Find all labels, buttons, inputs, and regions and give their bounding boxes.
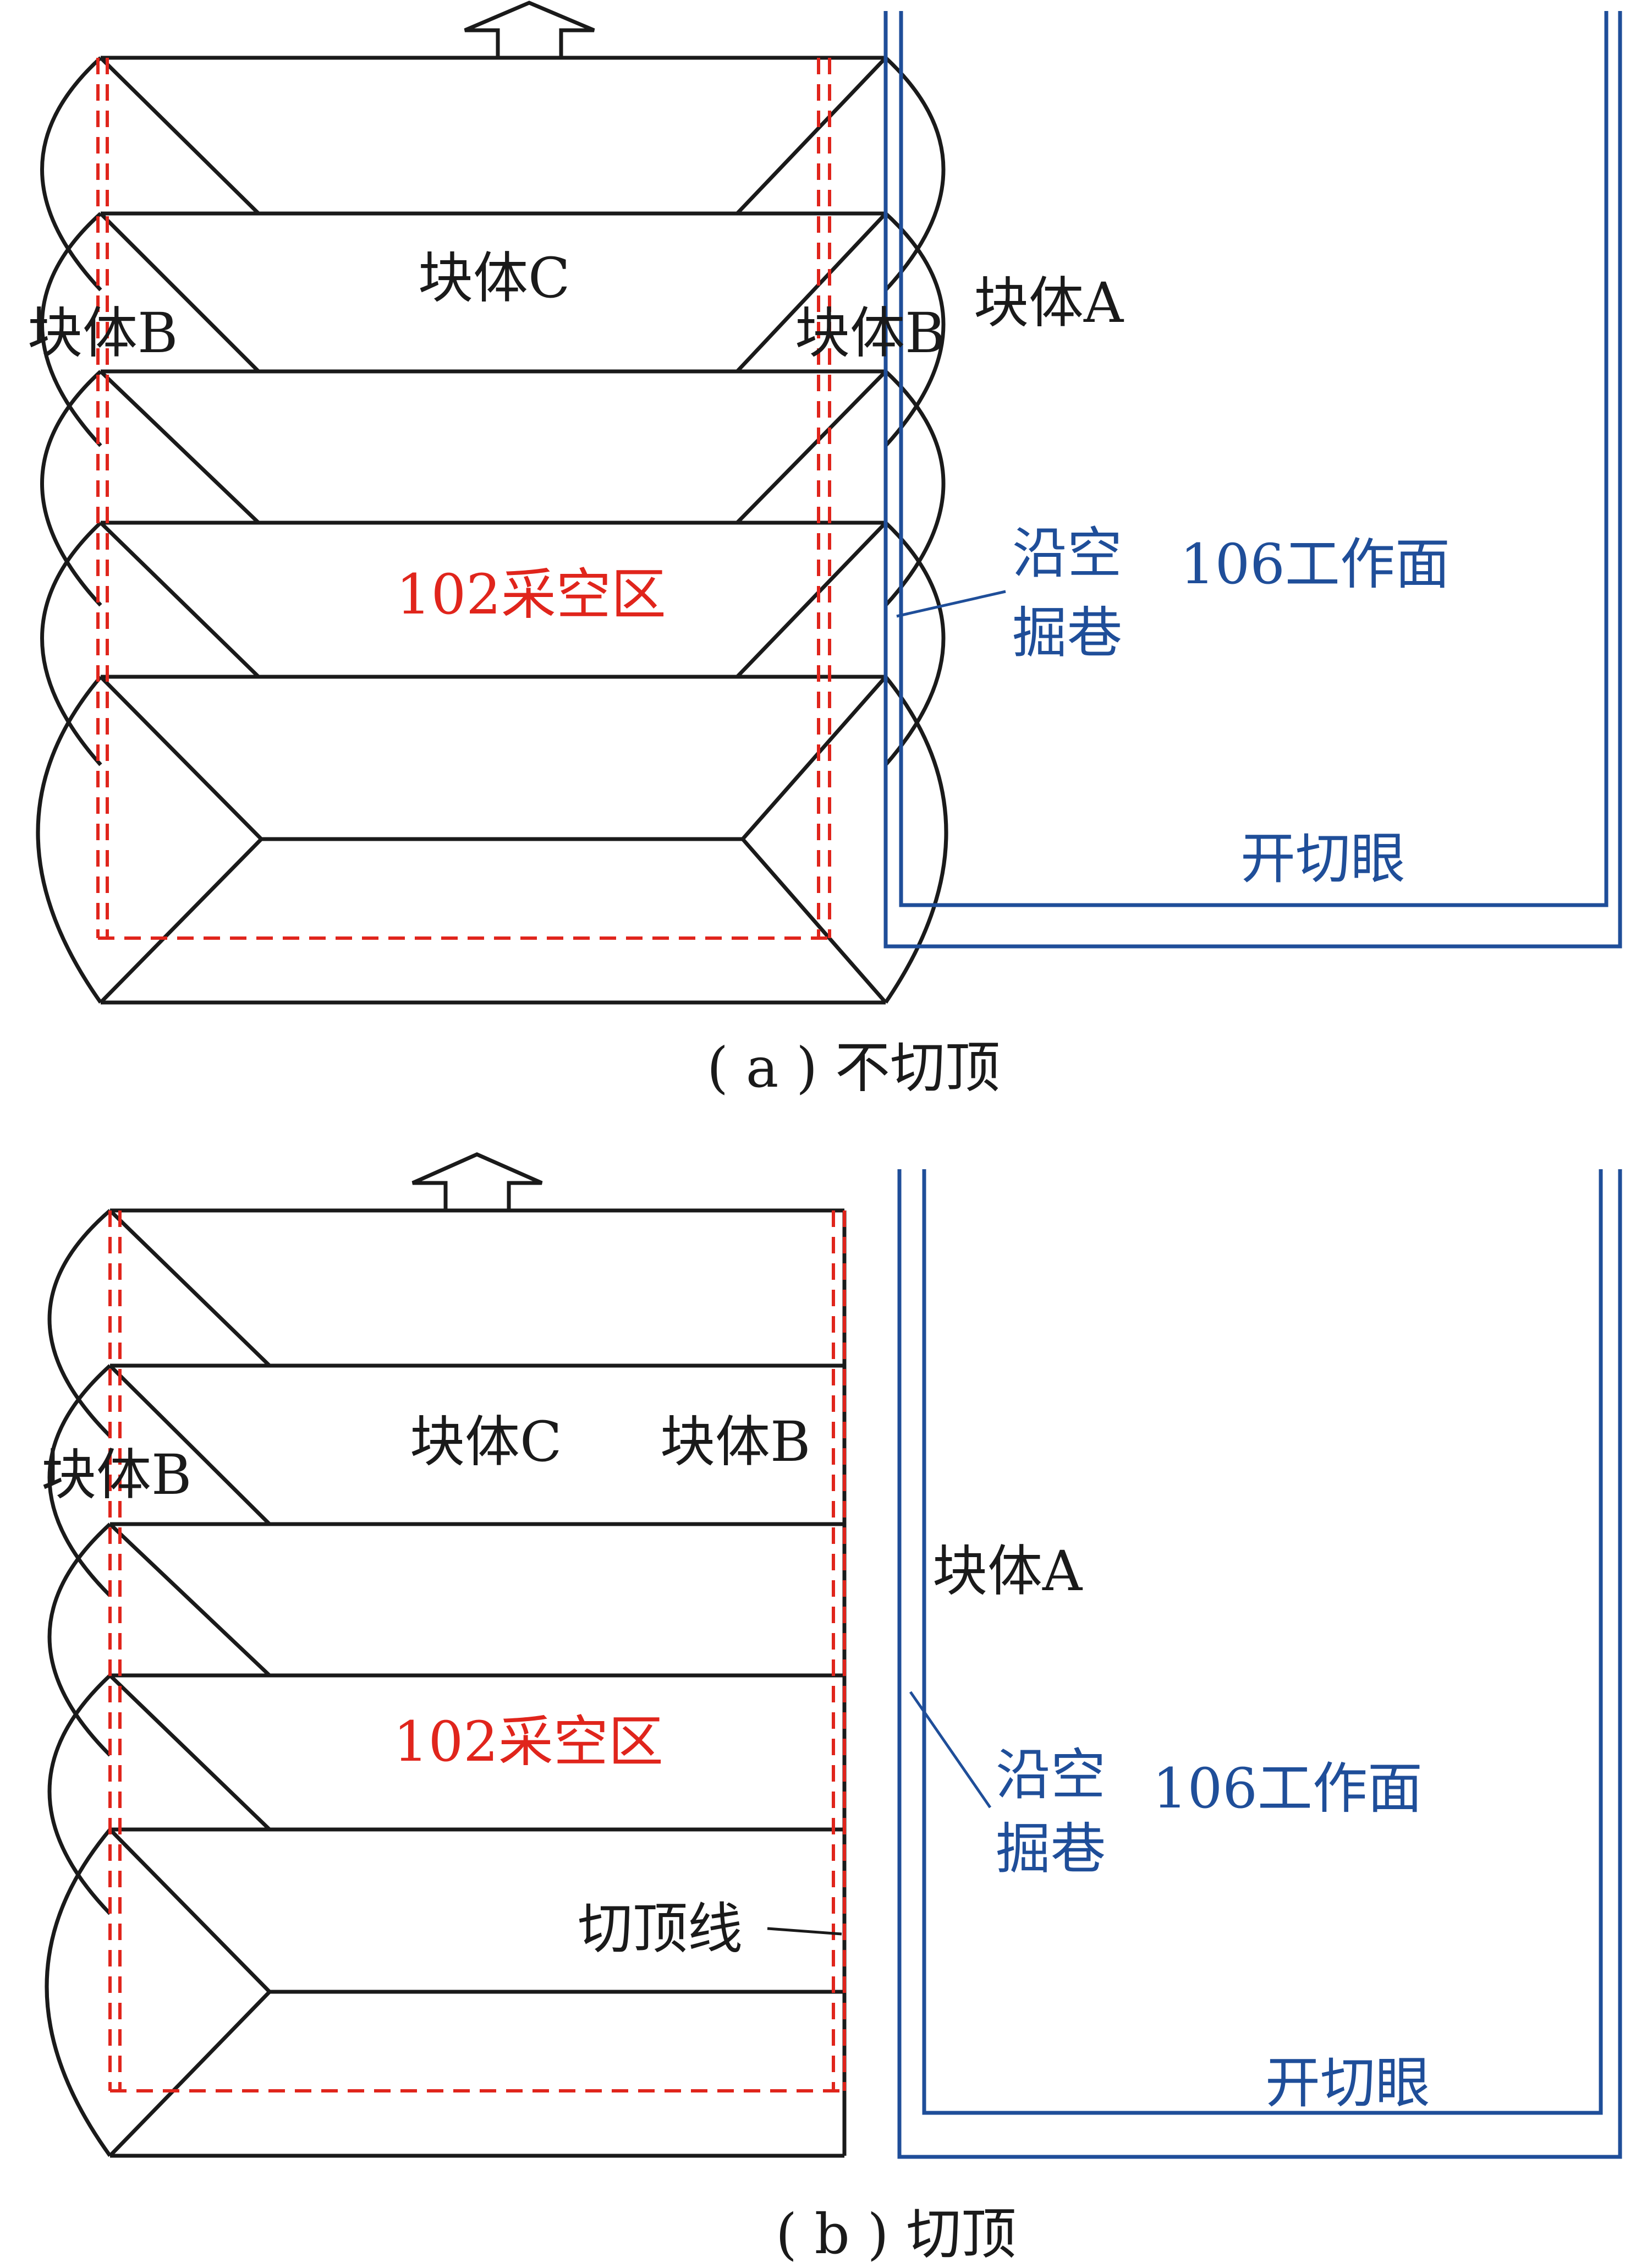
roadway-a bbox=[883, 11, 1622, 949]
fracture-right-a-6 bbox=[741, 837, 887, 1004]
label-block-b-left-a: 块体B bbox=[28, 301, 178, 365]
labels-a: 块体C 块体B 块体B 块体A 102采空区 沿空 掘巷 106工作面 开切眼 … bbox=[28, 246, 1450, 1100]
label-block-b-right-b: 块体B bbox=[660, 1410, 811, 1474]
label-cut-a: 开切眼 bbox=[1240, 826, 1406, 891]
roadway-leader-b bbox=[909, 1691, 992, 1809]
right-arc-a-1 bbox=[884, 56, 946, 292]
label-block-c-a: 块体C bbox=[418, 246, 570, 310]
fracture-right-a-1 bbox=[735, 56, 887, 215]
fracture-right-a-2 bbox=[735, 212, 887, 373]
fracture-left-b-1 bbox=[108, 1209, 271, 1367]
labels-b: 块体C 块体B 块体B 块体A 102采空区 沿空 掘巷 106工作面 开切眼 … bbox=[41, 1410, 1430, 2266]
goaf-boundary-b bbox=[108, 1210, 846, 2092]
fracture-left-b-2 bbox=[108, 1364, 271, 1526]
right-arc-a-3 bbox=[884, 370, 946, 607]
fracture-left-b-4 bbox=[108, 1674, 271, 1831]
right-arc-a-2 bbox=[884, 212, 946, 447]
fracture-left-b-3 bbox=[108, 1522, 271, 1677]
advance-arrow-a bbox=[464, 1, 595, 58]
right-arc-a-5 bbox=[884, 675, 948, 1004]
left-arc-a-3 bbox=[40, 370, 102, 607]
goaf-boundary-a bbox=[96, 58, 831, 940]
fracture-left-a-4 bbox=[99, 521, 260, 678]
label-goaf-b: 102采空区 bbox=[393, 1710, 663, 1774]
fracture-right-a-4 bbox=[735, 521, 887, 678]
label-roadway-1-b: 沿空 bbox=[996, 1743, 1106, 1807]
fracture-left-a-2 bbox=[99, 212, 260, 373]
left-arc-b-5 bbox=[45, 1828, 112, 2157]
left-arc-a-5 bbox=[36, 675, 102, 1004]
label-cut-b: 开切眼 bbox=[1265, 2051, 1430, 2115]
fracture-right-a-3 bbox=[735, 370, 887, 524]
label-roadway-1-a: 沿空 bbox=[1012, 521, 1122, 585]
caption-a: ( a ) 不切顶 bbox=[707, 1036, 1000, 1100]
label-block-c-b: 块体C bbox=[410, 1410, 562, 1474]
left-arc-a-4 bbox=[40, 521, 102, 766]
left-arc-a-1 bbox=[40, 56, 102, 292]
label-face-b: 106工作面 bbox=[1152, 1756, 1423, 1821]
label-roadway-2-b: 掘巷 bbox=[996, 1817, 1106, 1881]
label-roadway-2-a: 掘巷 bbox=[1012, 601, 1122, 665]
fracture-left-a-3 bbox=[99, 370, 260, 524]
label-block-b-right-a: 块体B bbox=[795, 301, 946, 365]
left-arc-b-1 bbox=[47, 1209, 112, 1438]
left-arc-b-2 bbox=[47, 1364, 112, 1597]
cut-line-leader-b bbox=[767, 1927, 842, 1936]
panel-a bbox=[36, 1, 948, 1005]
fracture-left-b-6 bbox=[108, 1990, 271, 2157]
panel-b bbox=[45, 1152, 847, 2158]
caption-b: ( b ) 切顶 bbox=[776, 2202, 1016, 2266]
fracture-right-a-5 bbox=[741, 675, 887, 841]
fracture-left-b-5 bbox=[108, 1828, 271, 1993]
roadway-b bbox=[897, 1169, 1622, 2159]
roadway-leader-a bbox=[896, 590, 1006, 618]
fracture-left-a-5 bbox=[99, 675, 263, 841]
label-cut-line-b: 切顶线 bbox=[578, 1897, 743, 1961]
left-arc-a-2 bbox=[40, 212, 102, 447]
label-block-a-b: 块体A bbox=[932, 1539, 1083, 1603]
right-arc-a-4 bbox=[884, 521, 946, 766]
label-face-a: 106工作面 bbox=[1180, 532, 1450, 596]
advance-arrow-b bbox=[411, 1152, 543, 1210]
label-goaf-a: 102采空区 bbox=[396, 562, 666, 627]
left-arc-b-4 bbox=[47, 1674, 112, 1915]
label-block-b-left-b: 块体B bbox=[41, 1443, 192, 1507]
left-arc-b-3 bbox=[47, 1522, 112, 1757]
label-block-a-a: 块体A bbox=[974, 271, 1124, 335]
fracture-left-a-1 bbox=[99, 56, 260, 215]
fracture-left-a-6 bbox=[99, 837, 263, 1004]
